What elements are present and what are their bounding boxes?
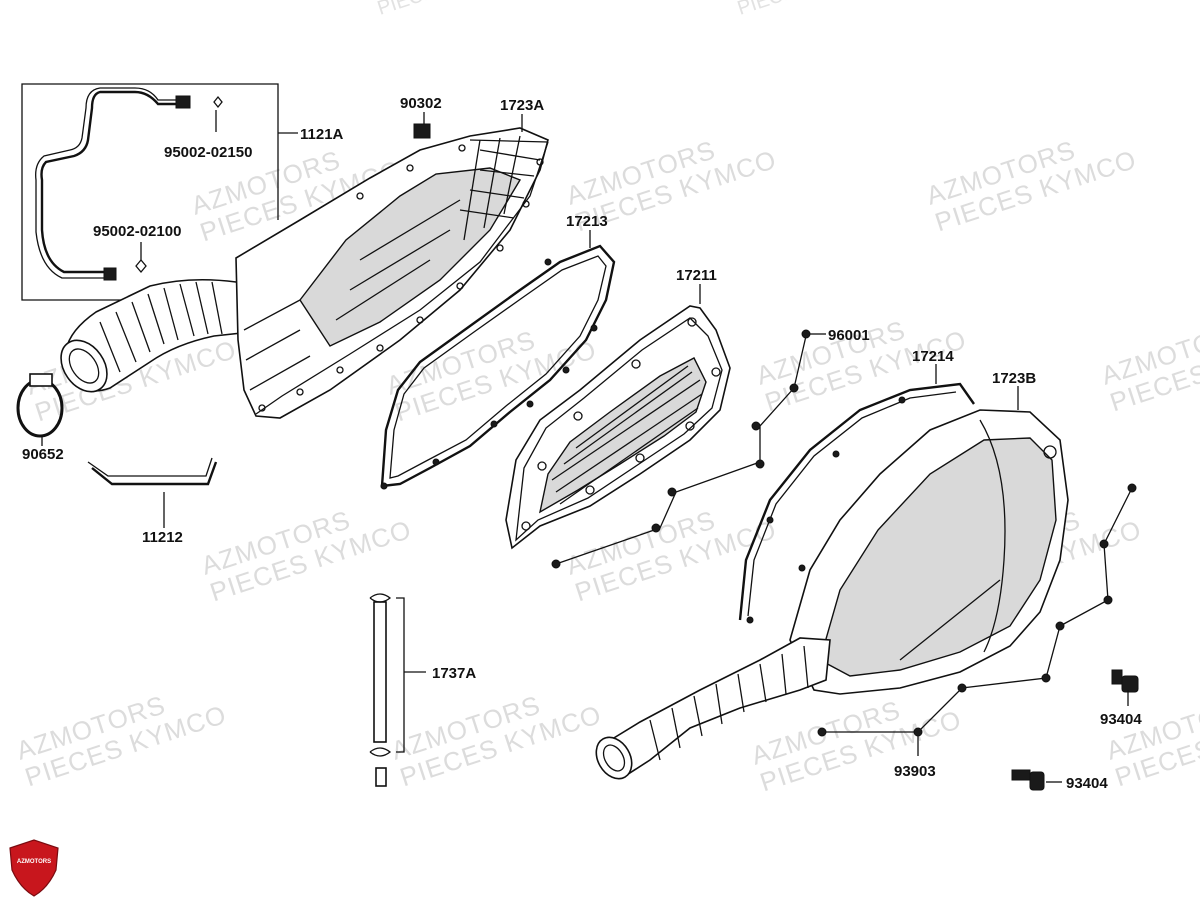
tube-clip-bottom [369, 747, 392, 757]
tube-plug [375, 767, 387, 787]
label-90652: 90652 [22, 446, 64, 463]
label-93903: 93903 [894, 763, 936, 780]
label-17211: 17211 [676, 267, 717, 284]
screw-icon [913, 727, 923, 737]
screw-icon [551, 559, 561, 569]
screw-icon [1103, 595, 1113, 605]
part-labels: 1121A 95002-02150 95002-02100 90302 1723… [22, 95, 1142, 792]
screw-icon [1099, 539, 1109, 549]
logo-text: AZMOTORS [17, 859, 51, 865]
gasket-tabs [380, 258, 598, 490]
screw-icon [651, 523, 661, 533]
azmotors-logo: AZMOTORS [9, 839, 59, 897]
shield-icon [9, 839, 59, 897]
label-95002-02150: 95002-02150 [164, 144, 252, 161]
screw-icon [751, 421, 761, 431]
label-96001: 96001 [828, 327, 870, 344]
watermark-line2: PIECES KYMCO [735, 0, 887, 20]
clip-icon [213, 95, 223, 109]
tube-clip-top [369, 593, 392, 603]
intake-duct-ribs [99, 281, 223, 373]
label-93404-upper: 93404 [1100, 711, 1142, 728]
air-box-bolt-holes [258, 144, 544, 412]
label-11212: 11212 [142, 529, 183, 546]
intake-mouth-inner [68, 348, 100, 384]
seal-inner [747, 391, 957, 617]
hose-end-fitting-bottom [103, 267, 117, 281]
screw-icon [755, 459, 765, 469]
outlet-duct-ribs [649, 645, 809, 761]
bolt-head-icon [1121, 675, 1139, 693]
label-93404-lower: 93404 [1066, 775, 1108, 792]
hose-end-fitting-top [175, 95, 191, 109]
screw-icon [667, 487, 677, 497]
outlet-duct [602, 637, 831, 780]
drain-hose [91, 461, 218, 486]
bolt-93404-lower [1011, 769, 1062, 791]
bolt-icon [1011, 769, 1031, 781]
clip-90302 [413, 123, 431, 139]
bolt-head-icon [1029, 771, 1045, 791]
cover-face [819, 437, 1057, 677]
drain-hose-outline [87, 457, 213, 477]
drain-hose-11212 [87, 457, 218, 528]
clamp-screw [29, 373, 53, 387]
air-box-grid [243, 135, 549, 391]
label-1723B: 1723B [992, 370, 1036, 387]
bracket-1737A [396, 597, 405, 753]
gasket-17213 [380, 244, 616, 490]
screw-leader-chain-93903 [822, 487, 1133, 733]
intake-mouth [60, 339, 108, 393]
seal-outline [738, 382, 975, 621]
bolt-icon [1111, 669, 1123, 685]
breather-hose-kit [21, 83, 298, 301]
screw-icon [789, 383, 799, 393]
drain-tube-1737A [369, 593, 426, 787]
screw-icon [957, 683, 967, 693]
cover-ridge [979, 419, 1006, 653]
label-1121A: 1121A [300, 126, 344, 143]
filter-media [538, 357, 707, 514]
air-box-cover [595, 409, 1069, 780]
cover-boss [1043, 445, 1057, 459]
watermark-line2: PIECES KYMCO [375, 0, 527, 20]
hose-clamp-90652 [16, 373, 64, 446]
screw-icon [1127, 483, 1137, 493]
screws-96001 [551, 329, 826, 569]
air-filter-element [505, 305, 731, 550]
air-box-case [60, 123, 549, 419]
clip-icon [135, 258, 147, 274]
label-1737A: 1737A [432, 665, 476, 682]
filter-inner-edge [515, 317, 723, 542]
label-17214: 17214 [912, 348, 954, 365]
outlet-mouth-inner [602, 744, 626, 772]
breather-hose [40, 90, 180, 274]
screw-icon [1041, 673, 1051, 683]
air-box-flange [255, 141, 549, 415]
label-90302: 90302 [400, 95, 442, 112]
gasket-inner [389, 255, 607, 479]
screw-icon [1055, 621, 1065, 631]
screw-icon [801, 329, 811, 339]
label-17213: 17213 [566, 213, 608, 230]
label-1723A: 1723A [500, 97, 544, 114]
screws-93903 [817, 483, 1137, 756]
label-95002-02100: 95002-02100 [93, 223, 181, 240]
filter-pleats [551, 365, 703, 505]
kit-frame [21, 83, 279, 301]
cover-ridge-2 [899, 579, 1001, 661]
gasket-outline [380, 244, 616, 488]
air-box-cavity [299, 167, 522, 347]
breather-hose-outline [35, 87, 180, 279]
filter-holes [521, 317, 721, 531]
bolt-93404-upper [1111, 669, 1139, 693]
screw-icon [817, 727, 827, 737]
drain-tube [373, 601, 387, 743]
